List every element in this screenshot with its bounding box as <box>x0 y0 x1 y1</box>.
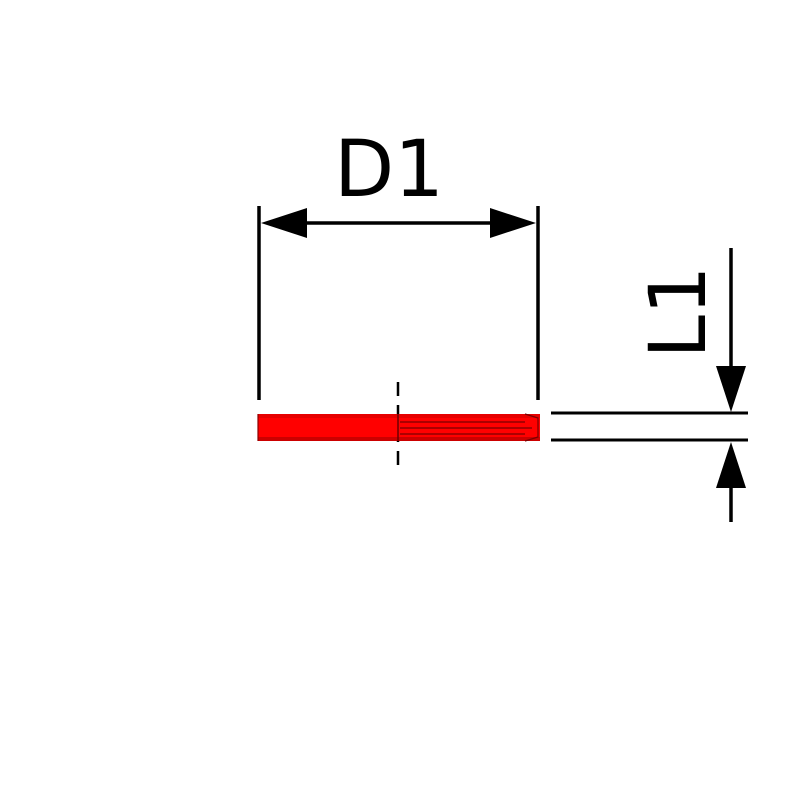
length-arrowhead-top <box>716 366 746 412</box>
diameter-arrowhead-left <box>261 208 307 238</box>
part-chamfer-right <box>524 413 539 442</box>
diameter-label: D1 <box>334 125 444 215</box>
length-label: L1 <box>634 265 724 358</box>
diameter-dimension: D1 <box>257 125 540 400</box>
part-shade-bottom <box>258 437 540 441</box>
diameter-arrowhead-right <box>490 208 536 238</box>
length-arrowhead-bottom <box>716 442 746 488</box>
part-shade-top <box>258 414 540 418</box>
part-section <box>257 413 540 442</box>
length-dimension: L1 <box>551 248 748 522</box>
